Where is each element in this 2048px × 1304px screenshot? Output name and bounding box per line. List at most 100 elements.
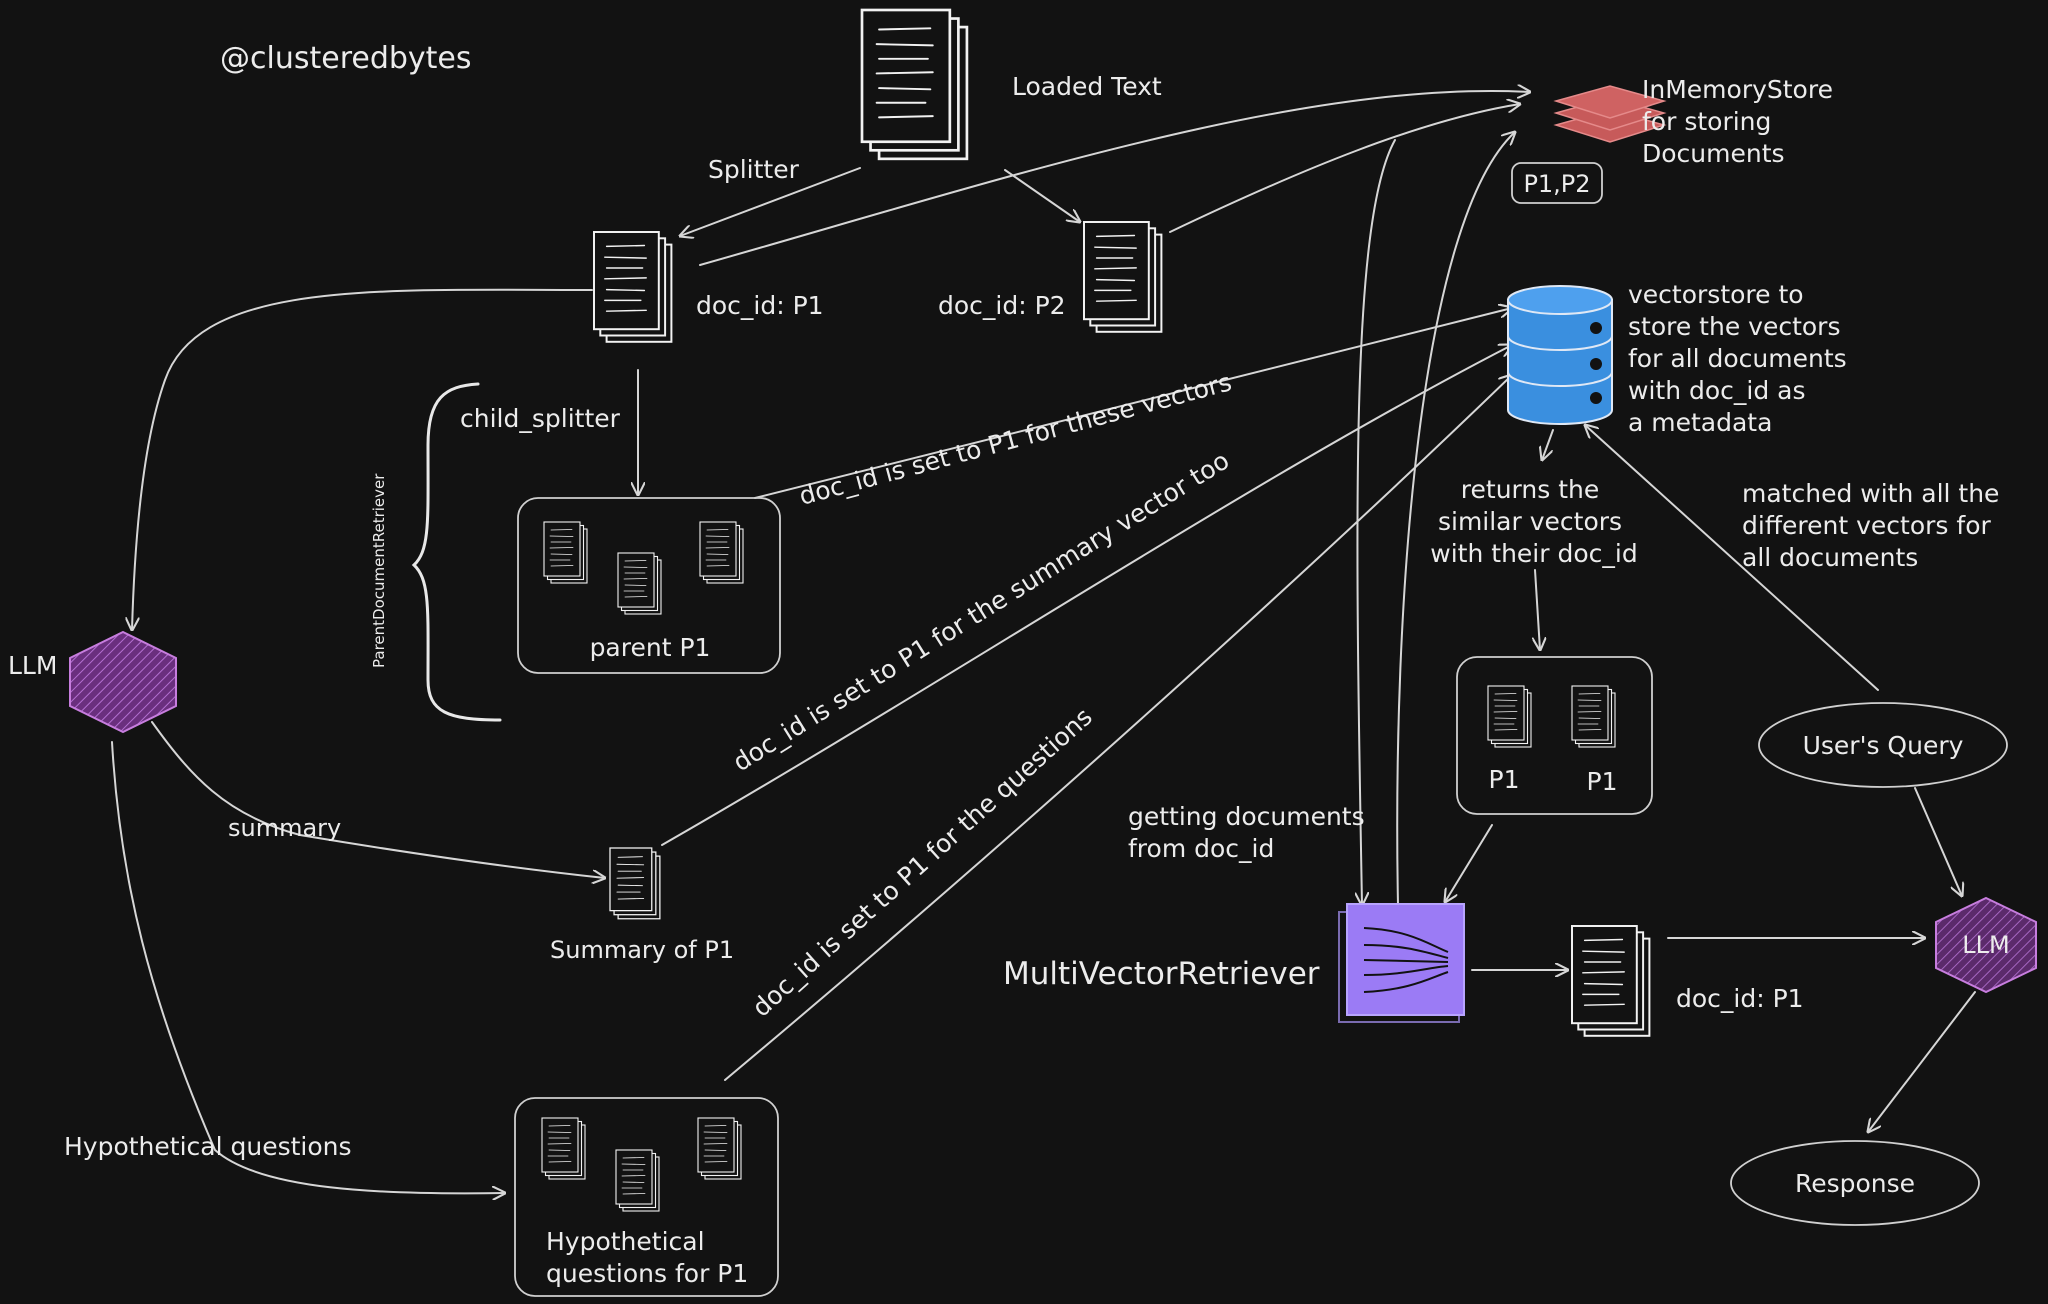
hypothetical-for-p1-line-1: Hypothetical — [546, 1227, 705, 1256]
arrow-p1-to-llm — [132, 288, 593, 630]
vectorstore-icon — [1507, 285, 1613, 425]
document-icon — [1571, 925, 1651, 1037]
response-label: Response — [1795, 1169, 1915, 1198]
connectors — [111, 91, 1976, 1193]
loaded-text-label: Loaded Text — [1012, 72, 1162, 101]
arrow-p1-to-store — [699, 91, 1530, 266]
arrow-parent-to-vectorstore — [754, 308, 1512, 499]
arrow-query-to-llm — [1914, 787, 1962, 896]
document-icon — [1083, 221, 1163, 333]
document-icon — [543, 521, 588, 584]
parent-p1-doc-1 — [543, 521, 588, 584]
hypothetical-for-p1-label: Hypothetical questions for P1 — [546, 1227, 748, 1288]
in-memory-store-label: InMemoryStore for storing Documents — [1642, 75, 1841, 168]
document-icon — [593, 231, 673, 343]
hypothetical-questions-label: Hypothetical questions — [64, 1132, 352, 1161]
returns-similar-label: returns the similar vectors with their d… — [1430, 475, 1637, 568]
parent-p1-box — [517, 497, 781, 674]
parent-p1-doc-3 — [699, 521, 744, 584]
document-icon — [541, 1117, 586, 1180]
hypothetical-doc-2 — [615, 1149, 660, 1212]
document-icon — [1571, 685, 1616, 748]
parent-p1-label: parent P1 — [590, 633, 711, 662]
arrow-llm-to-response — [1868, 991, 1976, 1132]
child-splitter-label: child_splitter — [460, 404, 621, 433]
document-icon — [617, 552, 662, 615]
result-doc-2 — [1571, 685, 1616, 748]
llm-left-hexagon — [69, 630, 177, 734]
hypothetical-doc-3 — [697, 1117, 742, 1180]
response-ellipse — [1730, 1140, 1980, 1226]
arrow-summary-to-vectorstore — [661, 345, 1512, 846]
parent-p1-doc-2 — [617, 552, 662, 615]
arrow-llm-to-questions — [111, 741, 505, 1193]
p1p2-label: P1,P2 — [1523, 170, 1590, 198]
results-box — [1456, 656, 1653, 815]
in-memory-store-line-2: for storing — [1642, 107, 1771, 136]
multi-vector-retriever-icon — [1338, 903, 1465, 1023]
loaded-text-doc — [860, 8, 969, 161]
arrow-llm-to-summary — [151, 721, 605, 878]
brace-parent-doc-retriever — [411, 382, 502, 722]
doc-p2 — [1083, 221, 1163, 333]
arrow-loaded-to-p2 — [1004, 169, 1080, 222]
arrow-retriever-to-store — [1396, 132, 1515, 906]
getting-docs-line-1: getting documents — [1128, 802, 1365, 831]
getting-docs-label: getting documents from doc_id — [1128, 802, 1373, 863]
matched-with-line-2: different vectors for — [1742, 511, 1991, 540]
arrow-store-to-retriever — [1357, 139, 1396, 905]
hypothetical-box — [514, 1097, 779, 1297]
matched-with-label: matched with all the different vectors f… — [1742, 479, 2007, 572]
summary-label: summary — [228, 814, 341, 842]
splitter-label: Splitter — [708, 155, 800, 184]
hypothetical-doc-1 — [541, 1117, 586, 1180]
arrow-questions-to-vectorstore — [724, 375, 1512, 1081]
summary-of-p1-label: Summary of P1 — [550, 936, 734, 964]
llm-left-label: LLM — [8, 651, 57, 680]
doc-result-label: doc_id: P1 — [1676, 984, 1804, 1013]
vectorstore-line-4: with doc_id as — [1628, 376, 1806, 405]
arrow-returns-to-results — [1535, 569, 1540, 650]
arrow-results-to-retriever — [1445, 824, 1493, 902]
parent-doc-retriever-label: ParentDocumentRetriever — [370, 473, 388, 668]
doc-p1 — [593, 231, 673, 343]
returns-similar-line-1: returns the — [1461, 475, 1599, 504]
document-icon — [1487, 685, 1532, 748]
matched-with-line-1: matched with all the — [1742, 479, 1999, 508]
line-vectorstore-to-returns — [1542, 429, 1554, 460]
document-icon — [609, 847, 661, 920]
in-memory-store-icon — [1553, 85, 1667, 143]
document-icon — [699, 521, 744, 584]
returns-similar-line-2: similar vectors — [1438, 507, 1622, 536]
vectorstore-line-1: vectorstore to — [1628, 280, 1804, 309]
getting-docs-line-2: from doc_id — [1128, 834, 1274, 863]
returns-similar-line-3: with their doc_id — [1430, 539, 1637, 568]
summary-doc — [609, 847, 661, 920]
document-icon — [615, 1149, 660, 1212]
result-p1-a-label: P1 — [1489, 765, 1520, 794]
doc-result — [1571, 925, 1651, 1037]
users-query-ellipse — [1758, 702, 2008, 788]
arrow-p2-to-store — [1169, 104, 1520, 233]
vectorstore-line-2: store the vectors — [1628, 312, 1840, 341]
document-icon — [860, 8, 969, 161]
matched-with-line-3: all documents — [1742, 543, 1918, 572]
result-p1-b-label: P1 — [1587, 767, 1618, 796]
in-memory-store-line-3: Documents — [1642, 139, 1785, 168]
vectorstore-line-3: for all documents — [1628, 344, 1847, 373]
in-memory-store-line-1: InMemoryStore — [1642, 75, 1833, 104]
llm-right-label: LLM — [1962, 931, 2009, 959]
vectorstore-label: vectorstore to store the vectors for all… — [1628, 280, 1855, 437]
arrow-loaded-to-p1 — [680, 167, 861, 236]
vectorstore-line-5: a metadata — [1628, 408, 1772, 437]
doc-p2-label: doc_id: P2 — [938, 291, 1066, 320]
multi-vector-retriever-label: MultiVectorRetriever — [1003, 956, 1320, 992]
doc-p1-label: doc_id: P1 — [696, 291, 824, 320]
llm-right-hexagon — [1935, 896, 2037, 994]
users-query-label: User's Query — [1803, 731, 1964, 760]
result-doc-1 — [1487, 685, 1532, 748]
arrow-query-to-vectorstore — [1585, 425, 1879, 691]
document-icon — [697, 1117, 742, 1180]
hypothetical-for-p1-line-2: questions for P1 — [546, 1259, 748, 1288]
